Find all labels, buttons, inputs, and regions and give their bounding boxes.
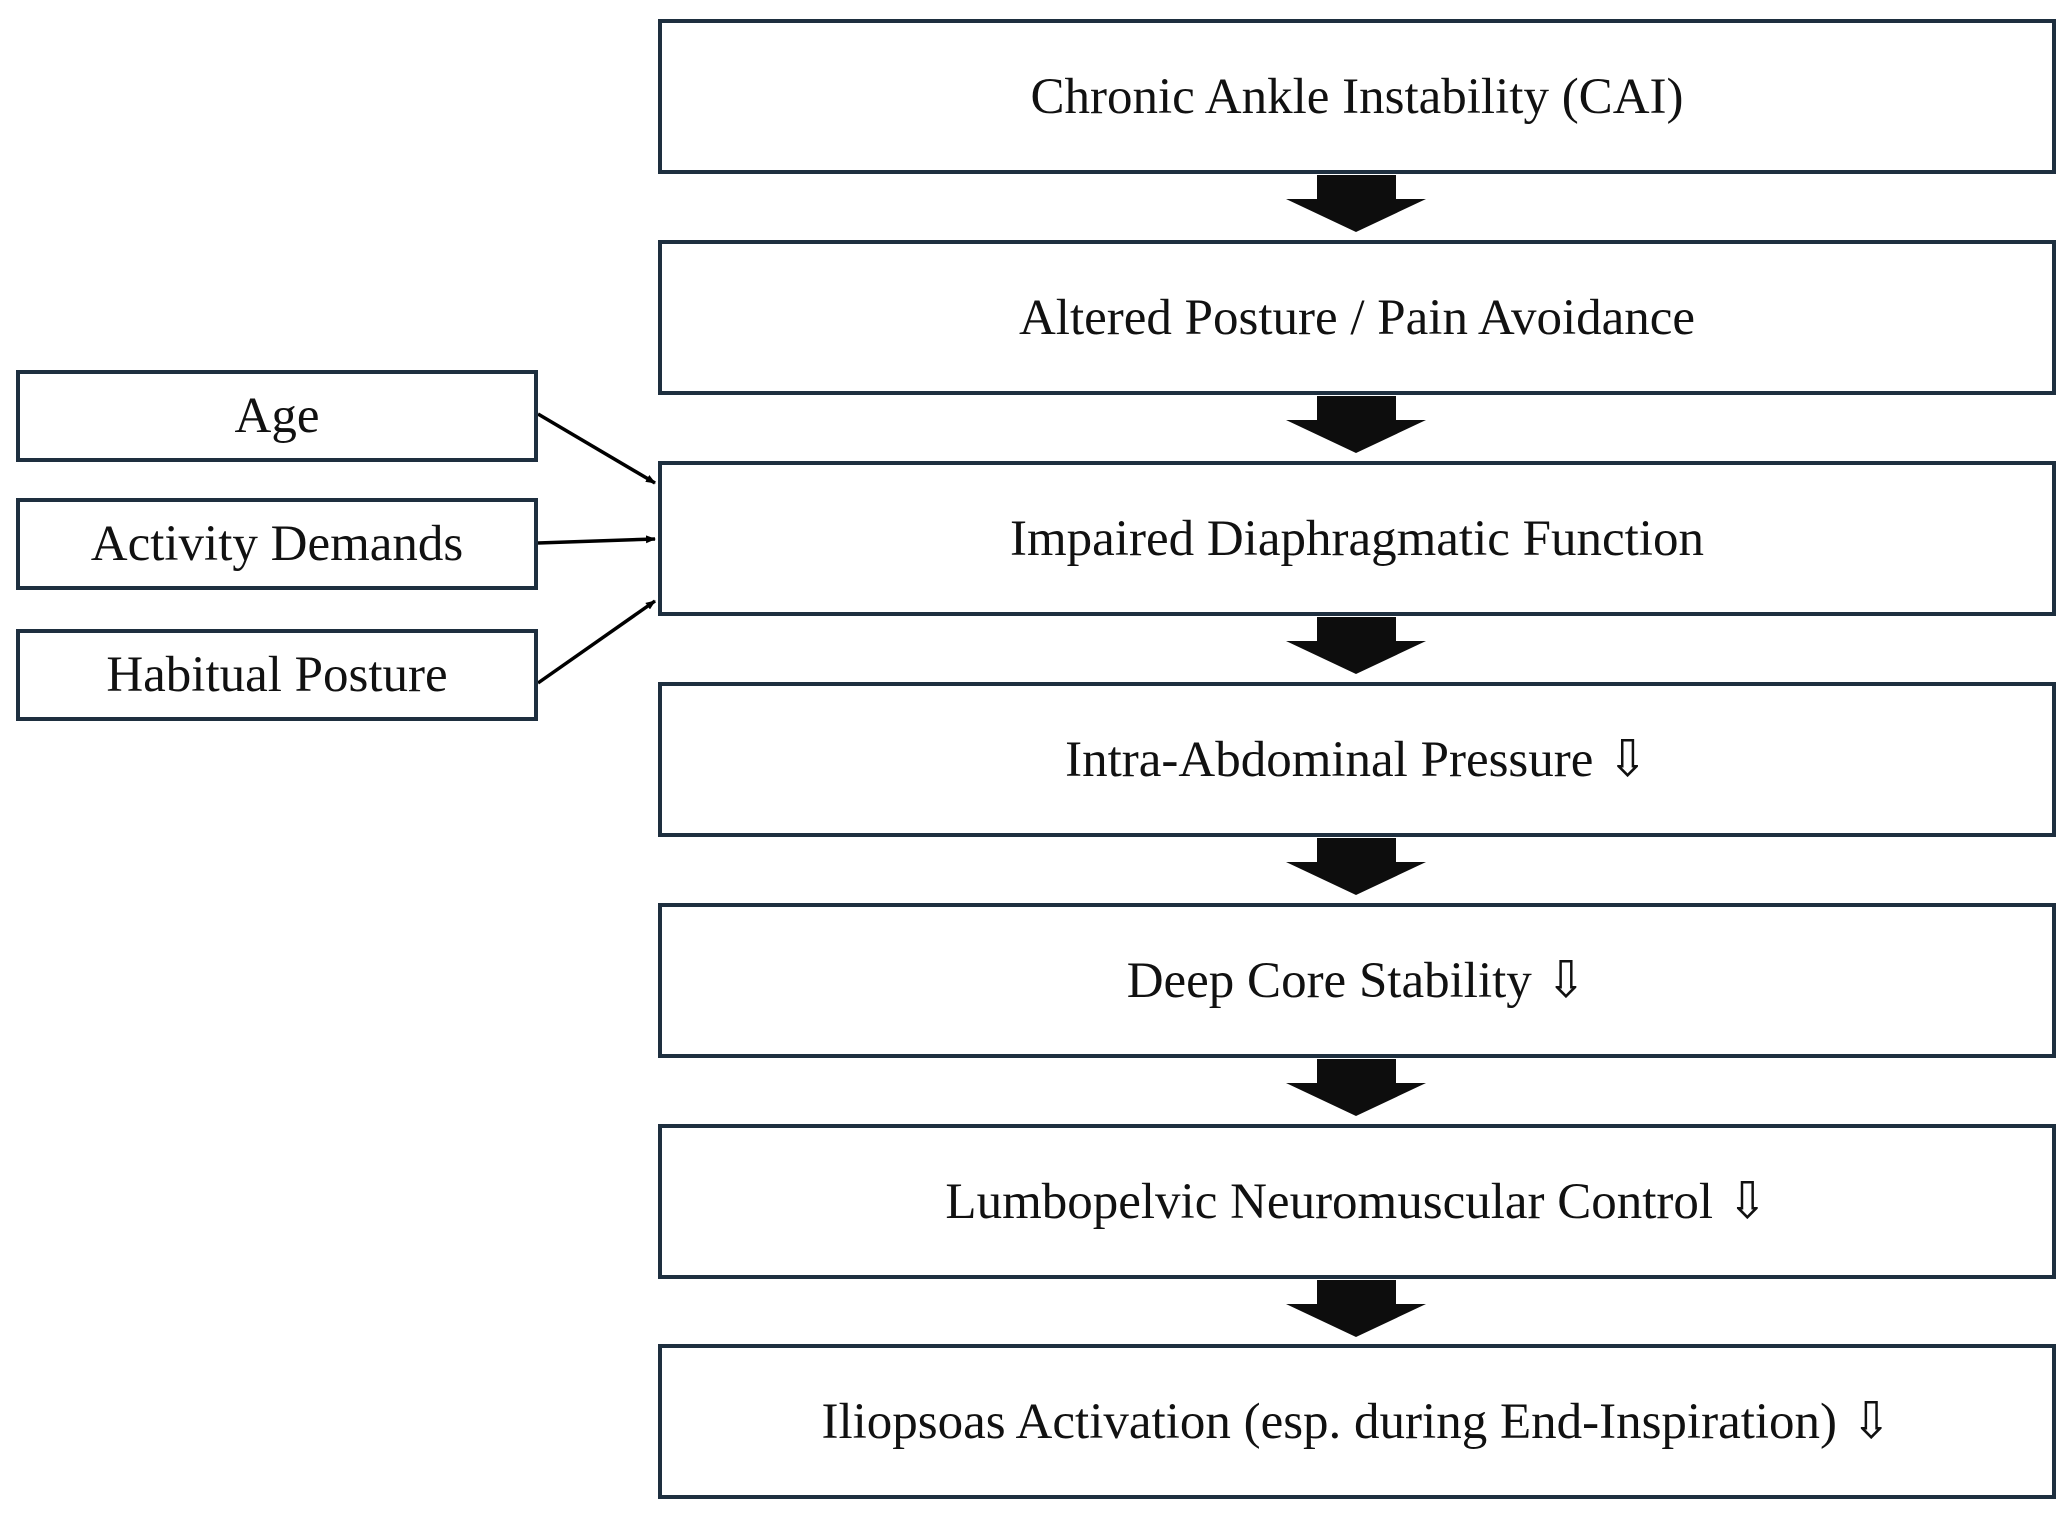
factor-age: Age: [16, 370, 538, 462]
block-arrow-2-3: [1286, 617, 1426, 674]
factor-activity-demands: Activity Demands: [16, 498, 538, 590]
block-arrow-1-2: [1286, 396, 1426, 453]
node-iliopsoas-activation: Iliopsoas Activation (esp. during End-In…: [658, 1344, 2056, 1499]
block-arrow-4-5: [1286, 1059, 1426, 1116]
node-label: Iliopsoas Activation (esp. during End-In…: [821, 1394, 1893, 1450]
node-chronic-ankle-instability: Chronic Ankle Instability (CAI): [658, 19, 2056, 174]
node-label: Altered Posture / Pain Avoidance: [1018, 289, 1696, 346]
arrow-age-to-diaphragm: [537, 412, 656, 485]
node-label: Impaired Diaphragmatic Function: [1010, 510, 1704, 567]
block-arrow-5-6: [1286, 1280, 1426, 1337]
node-label: Lumbopelvic Neuromuscular Control ⇩: [945, 1174, 1769, 1230]
node-intra-abdominal-pressure: Intra-Abdominal Pressure ⇩: [658, 682, 2056, 837]
block-arrow-3-4: [1286, 838, 1426, 895]
node-lumbopelvic-control: Lumbopelvic Neuromuscular Control ⇩: [658, 1124, 2056, 1279]
factor-label: Age: [234, 388, 320, 444]
arrow-activity-to-diaphragm: [537, 535, 656, 545]
node-altered-posture: Altered Posture / Pain Avoidance: [658, 240, 2056, 395]
arrow-posture-to-diaphragm: [536, 599, 657, 685]
node-label: Chronic Ankle Instability (CAI): [1030, 68, 1684, 125]
factor-label: Habitual Posture: [106, 647, 448, 703]
factor-habitual-posture: Habitual Posture: [16, 629, 538, 721]
factor-label: Activity Demands: [90, 516, 464, 572]
node-deep-core-stability: Deep Core Stability ⇩: [658, 903, 2056, 1058]
node-label: Deep Core Stability ⇩: [1126, 953, 1588, 1009]
node-label: Intra-Abdominal Pressure ⇩: [1065, 732, 1649, 788]
node-impaired-diaphragmatic-function: Impaired Diaphragmatic Function: [658, 461, 2056, 616]
block-arrow-0-1: [1286, 175, 1426, 232]
